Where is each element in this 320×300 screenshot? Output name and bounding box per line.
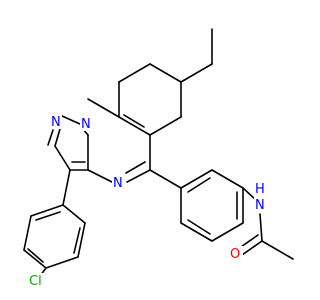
label-bg-n2 xyxy=(50,114,62,129)
bond-clph-1 xyxy=(62,204,86,224)
bond-clph-d1 xyxy=(73,227,81,254)
bond-pym-aryl xyxy=(149,169,182,189)
bond-clph-6 xyxy=(30,204,64,217)
atom-n-pyrimidine: N xyxy=(113,176,123,191)
bond-clph-2 xyxy=(77,222,86,258)
molecule-svg: N N N N H O Cl xyxy=(23,28,294,289)
atom-label-layer: N N N N H O Cl xyxy=(28,114,268,289)
label-bg-nh xyxy=(254,197,268,212)
bond-pyz-c-c xyxy=(54,145,71,171)
atom-o: O xyxy=(230,247,240,262)
label-bg-n3 xyxy=(112,175,126,190)
bond-layer xyxy=(23,28,294,277)
bond-pyz-n-c-double xyxy=(47,129,54,146)
bond-ar-d1 xyxy=(187,177,211,193)
bond-clph-3 xyxy=(45,256,79,269)
bond-ar-5 xyxy=(180,222,213,242)
label-bg-n1 xyxy=(80,116,92,131)
bond-pym-c6-n xyxy=(87,98,120,118)
label-bg-cl xyxy=(28,273,46,288)
bond-pyz-n-n xyxy=(61,115,81,125)
bond-pyz-n-c xyxy=(54,128,61,147)
bond-ethyl-1 xyxy=(180,63,213,83)
atom-n-pyrazole-1: N xyxy=(81,117,91,132)
bond-co-o xyxy=(241,240,263,256)
bond-pym-c-n-double xyxy=(125,161,146,174)
bond-pym-c-n xyxy=(126,169,151,183)
bond-pym-n-c xyxy=(87,169,113,183)
bond-co-ch3 xyxy=(261,240,294,260)
bond-ar-d3 xyxy=(187,219,211,235)
bond-clph-d3 xyxy=(35,211,61,221)
bond-clph-4 xyxy=(23,249,47,269)
bond-clph-d2 xyxy=(27,248,44,263)
bond-ring-c5-c6-double xyxy=(123,114,145,128)
bond-ring-c1-c2 xyxy=(118,63,151,83)
bond-ar-2 xyxy=(211,169,244,189)
atom-cl: Cl xyxy=(29,274,42,289)
molecule-structure-diagram: N N N N H O Cl xyxy=(23,28,294,289)
label-bg-o xyxy=(229,246,243,261)
bond-ar-1 xyxy=(180,169,213,189)
bond-nh-co xyxy=(259,213,263,242)
bond-clph-5 xyxy=(23,215,32,251)
bond-ring-c2-c3 xyxy=(149,63,182,83)
atom-nh: N xyxy=(255,198,265,213)
atom-h: H xyxy=(255,182,265,197)
atom-n-pyrazole-2: N xyxy=(51,115,61,130)
bond-ring-c4-c5 xyxy=(149,116,182,136)
bond-pyz-phenyl xyxy=(62,169,71,206)
bond-ar-4 xyxy=(211,222,244,242)
bond-ar-nh xyxy=(242,187,257,201)
bond-ring-c5-c6 xyxy=(118,116,151,136)
